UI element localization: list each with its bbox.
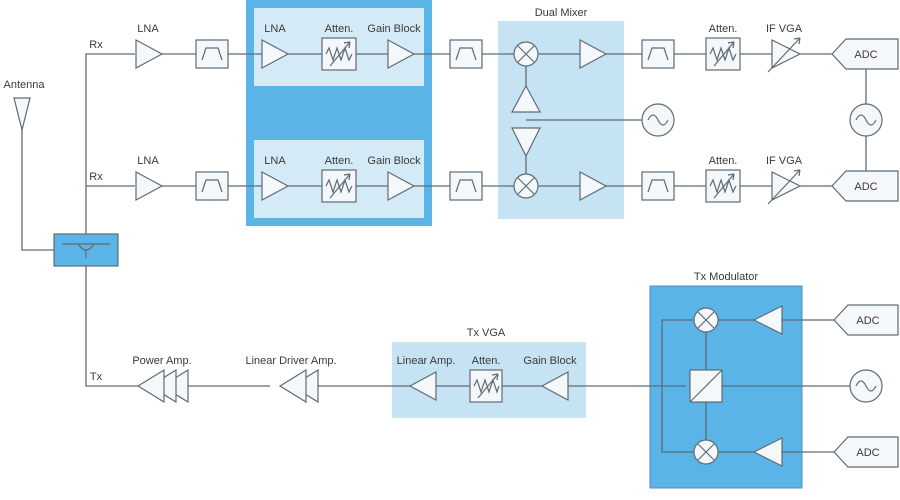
adc-label: ADC [856, 447, 879, 459]
lna2-bottom-label: LNA [264, 155, 286, 167]
tx-label: Tx [90, 371, 103, 383]
mixer-amplifier-icon [579, 170, 608, 202]
local-oscillator-icon [641, 103, 675, 137]
tx-oscillator-icon [849, 369, 883, 403]
if-vga-bottom-label: IF VGA [766, 155, 803, 167]
gain-block-icon [387, 38, 416, 70]
lna-amplifier-icon [135, 38, 164, 70]
mixer-icon [693, 439, 719, 465]
mixer-icon [513, 41, 539, 67]
rx-top-chain: LNA LNA Atten. Gain Block At [135, 23, 899, 73]
adc-label: ADC [854, 49, 877, 61]
bandpass-filter-icon [449, 39, 483, 69]
adc-block: ADC [833, 436, 899, 468]
bandpass-filter-icon [195, 171, 229, 201]
tx-chain: Power Amp. Linear Driver Amp. Tx VGA Lin… [132, 327, 577, 404]
phase-splitter-icon [689, 369, 723, 403]
lna2-top-label: LNA [264, 23, 286, 35]
linear-driver-amp-label: Linear Driver Amp. [245, 355, 336, 367]
adc-block: ADC [831, 170, 899, 202]
bandpass-filter-icon [195, 39, 229, 69]
gain-block-bottom-label: Gain Block [367, 155, 421, 167]
lna-amplifier-icon [261, 170, 290, 202]
bandpass-filter-icon [641, 39, 675, 69]
modulator-input-amplifier-icon [752, 305, 783, 335]
adc-label: ADC [856, 315, 879, 327]
antenna-icon [13, 97, 31, 131]
gain-block-icon [387, 170, 416, 202]
variable-gain-amplifier-icon [767, 169, 802, 205]
attenuator-icon [321, 169, 357, 203]
mixer-icon [693, 307, 719, 333]
duplexer-block [53, 233, 119, 267]
adc-clock-oscillator-icon [849, 103, 883, 137]
rx-bottom-label: Rx [89, 171, 103, 183]
mixer-amplifier-icon [579, 38, 608, 70]
bandpass-filter-icon [449, 171, 483, 201]
lna-amplifier-icon [135, 170, 164, 202]
variable-gain-amplifier-icon [767, 37, 802, 73]
linear-amp-label: Linear Amp. [397, 355, 456, 367]
tx-vga-label: Tx VGA [467, 327, 506, 339]
linear-amplifier-icon [408, 370, 437, 402]
antenna-label: Antenna [4, 79, 46, 91]
attenuator-icon [705, 169, 741, 203]
dual-mixer-label: Dual Mixer [535, 7, 588, 19]
power-amp-label: Power Amp. [132, 355, 191, 367]
attenuator-icon [705, 37, 741, 71]
signal-wires [21, 53, 867, 453]
adc-block: ADC [831, 38, 899, 70]
gain-block-tx-label: Gain Block [523, 355, 577, 367]
bandpass-filter-icon [641, 171, 675, 201]
atten-if-bottom-label: Atten. [709, 155, 738, 167]
rx-top-label: Rx [89, 39, 103, 51]
adc-block: ADC [833, 304, 899, 336]
atten-tx-label: Atten. [472, 355, 501, 367]
if-vga-top-label: IF VGA [766, 23, 803, 35]
tx-modulator: Tx Modulator [689, 271, 783, 467]
lo-buffer-down-icon [511, 127, 541, 158]
power-amplifier-icon [136, 368, 189, 404]
adc-label: ADC [854, 181, 877, 193]
lna-top-label: LNA [137, 23, 159, 35]
atten-top-label: Atten. [325, 23, 354, 35]
rx-bottom-chain: LNA LNA Atten. Gain Block At [135, 155, 899, 205]
gain-block-icon [540, 370, 569, 402]
attenuator-icon [321, 37, 357, 71]
lo-buffer-up-icon [510, 84, 542, 113]
linear-driver-amplifier-icon [278, 368, 319, 404]
modulator-input-amplifier-icon [752, 437, 783, 467]
atten-bottom-label: Atten. [325, 155, 354, 167]
atten-if-top-label: Atten. [709, 23, 738, 35]
attenuator-icon [469, 369, 503, 403]
mixer-icon [513, 173, 539, 199]
lna-amplifier-icon [261, 38, 290, 70]
tx-modulator-label: Tx Modulator [694, 271, 759, 283]
gain-block-top-label: Gain Block [367, 23, 421, 35]
lna-bottom-label: LNA [137, 155, 159, 167]
